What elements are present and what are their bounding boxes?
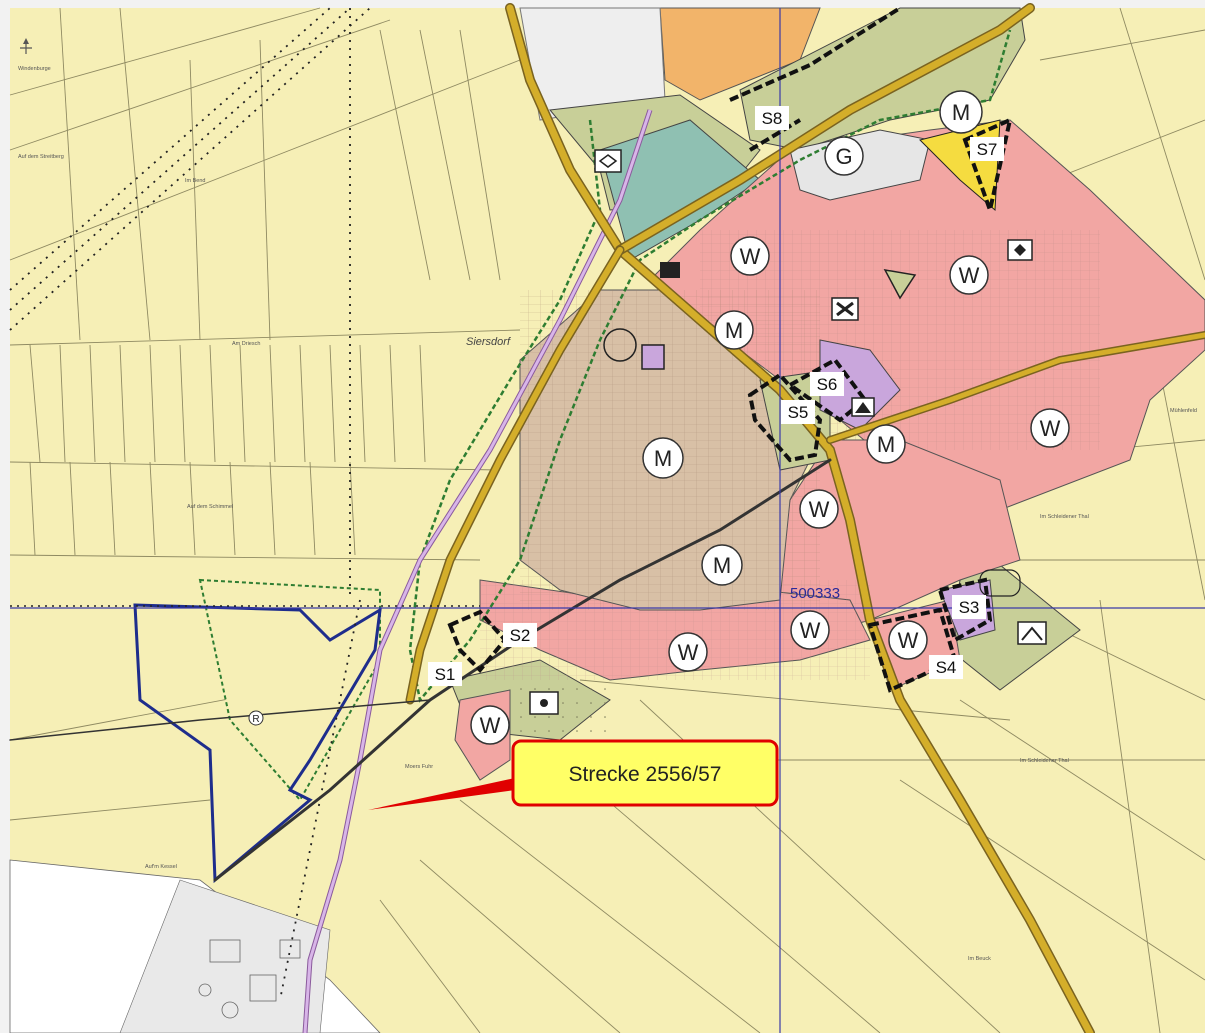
field-parcel-lines <box>9 7 1205 1033</box>
place-label-auf-m-kessel: Auf'm Kessel <box>145 864 177 870</box>
callout-label: Strecke 2556/57 <box>569 763 722 786</box>
school-icon <box>883 269 917 300</box>
place-labels: Siersdorf Auf dem Streitberg Im Bend Am … <box>18 66 1197 962</box>
svg-text:M: M <box>713 553 731 578</box>
sports-facility-icon <box>1017 621 1047 645</box>
svg-text:W: W <box>800 618 821 643</box>
svg-text:R: R <box>252 714 259 725</box>
callout-box <box>511 739 779 807</box>
place-label-im-bend: Im Bend <box>185 178 205 184</box>
zone-marker-w3: W <box>1030 408 1070 448</box>
svg-text:M: M <box>654 446 672 471</box>
north-arrow-icon <box>20 38 32 54</box>
place-label-im-schleidener-thal: Im Schleidener Thal <box>1040 514 1089 520</box>
place-label-windenburge: Windenburge <box>18 66 51 72</box>
zone-marker-r1: R <box>248 710 264 726</box>
grid-code-label: 500333 <box>790 585 840 602</box>
svg-text:M: M <box>877 432 895 457</box>
symbol-box-icon <box>594 149 622 173</box>
place-label-siersdorf: Siersdorf <box>466 336 511 348</box>
zone-marker-w8: W <box>470 705 510 745</box>
zone-markers: W W W W W W W W M M M M M G R <box>248 90 1070 745</box>
plant-area <box>119 879 331 1033</box>
svg-text:W: W <box>959 263 980 288</box>
site-label-s8: S8 <box>762 109 783 128</box>
green-boundary-area <box>198 578 381 802</box>
svg-text:W: W <box>809 497 830 522</box>
site-label-s2: S2 <box>510 626 531 645</box>
place-label-im-schleidener-thal-south: Im Schleidener Thal <box>1020 758 1069 764</box>
site-label-s6: S6 <box>817 375 838 394</box>
zone-marker-w5: W <box>790 610 830 650</box>
special-area-s6 <box>819 339 901 431</box>
callout: Strecke 2556/57 <box>368 739 779 810</box>
place-label-am-driesch: Am Driesch <box>232 341 260 347</box>
site-labels: S8 S7 S6 S5 S3 S4 S2 S1 <box>428 106 1004 686</box>
track-icon <box>979 569 1021 597</box>
place-label-muehlenfeld: Mühlenfeld <box>1170 408 1197 414</box>
plant-structures <box>198 939 301 1019</box>
map-symbols <box>529 149 1047 715</box>
zone-marker-w2: W <box>949 255 989 295</box>
church-circle-icon <box>603 328 637 362</box>
svg-text:W: W <box>678 640 699 665</box>
svg-text:W: W <box>480 713 501 738</box>
zone-marker-m5: M <box>701 544 743 586</box>
zone-marker-m2: M <box>714 310 754 350</box>
svg-text:M: M <box>725 318 743 343</box>
zone-marker-m4: M <box>866 424 906 464</box>
chapel-icon <box>641 344 665 370</box>
svg-text:W: W <box>898 628 919 653</box>
zone-marker-w6: W <box>668 632 708 672</box>
place-label-auf-dem-schimmel: Auf dem Schimmel <box>187 504 233 510</box>
site-label-s4: S4 <box>936 658 957 677</box>
site-label-s7: S7 <box>977 140 998 159</box>
place-label-im-beuck: Im Beuck <box>968 956 991 962</box>
old-railway-lines <box>9 7 371 1001</box>
blue-plan-boundary <box>133 603 382 884</box>
site-label-s5: S5 <box>788 403 809 422</box>
zone-marker-g1: G <box>824 136 864 176</box>
fire-station-icon <box>660 262 680 278</box>
grid-lines <box>10 8 1205 1033</box>
zone-marker-m3: M <box>642 437 684 479</box>
zone-marker-w7: W <box>888 620 928 660</box>
svg-text:G: G <box>835 144 852 169</box>
svg-text:M: M <box>952 100 970 125</box>
site-label-s1: S1 <box>435 665 456 684</box>
place-label-moers-fuhr: Moers Fuhr <box>405 764 433 770</box>
zone-marker-w1: W <box>730 236 770 276</box>
zone-marker-w4: W <box>799 489 839 529</box>
site-label-s3: S3 <box>959 598 980 617</box>
zone-marker-m1: M <box>939 90 983 134</box>
place-label-streitberg: Auf dem Streitberg <box>18 154 64 160</box>
svg-text:W: W <box>1040 416 1061 441</box>
callout-pointer <box>368 778 515 810</box>
svg-text:W: W <box>740 244 761 269</box>
green-boundary-line <box>408 29 1012 703</box>
railway-line-inner <box>303 109 652 1033</box>
